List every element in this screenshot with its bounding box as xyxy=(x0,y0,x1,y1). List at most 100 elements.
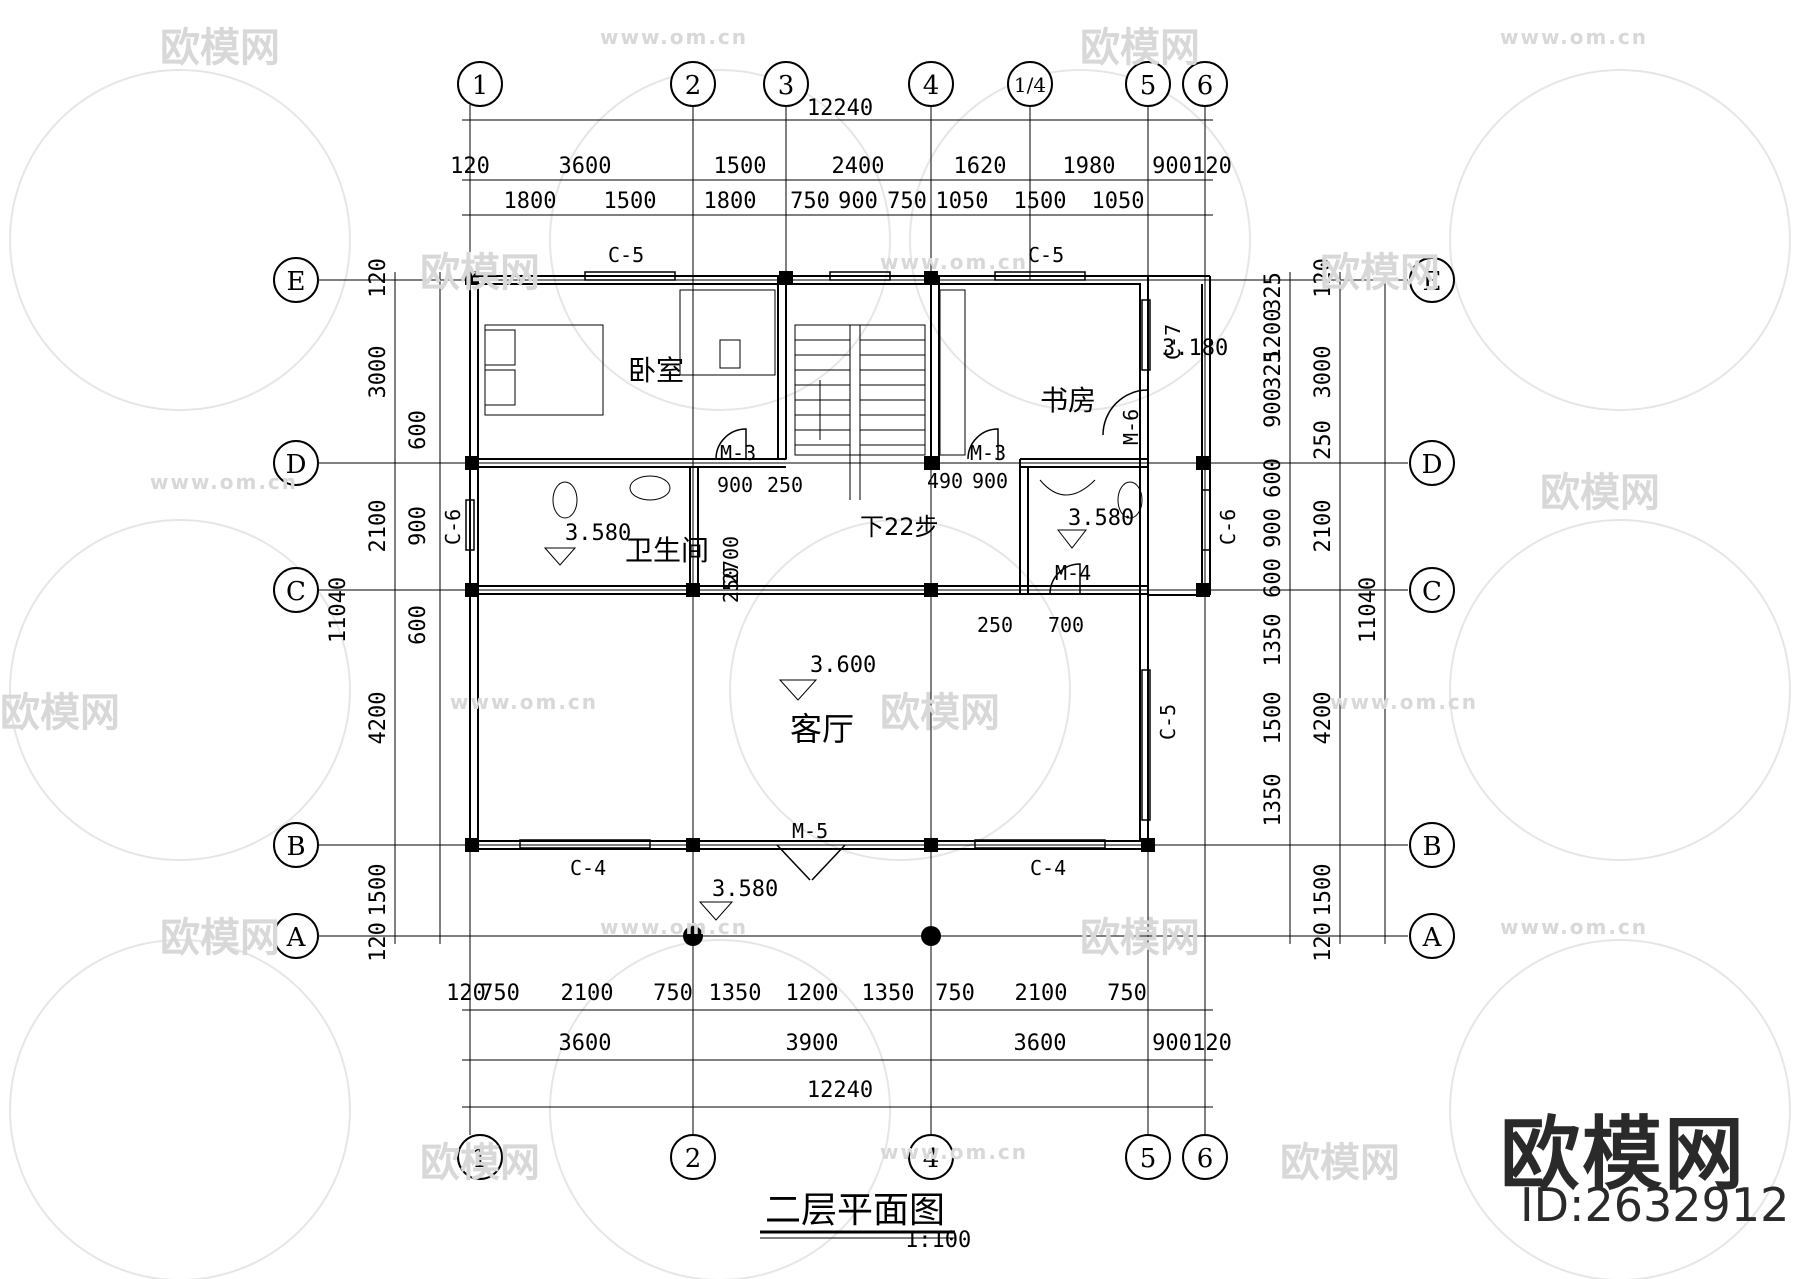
dim-right-inner-3: 900 xyxy=(1261,388,1286,428)
room-bedroom: 卧室 xyxy=(628,354,684,387)
stairs xyxy=(794,324,926,500)
axis-row-B-left: B xyxy=(286,832,305,862)
drawing-title: 二层平面图 xyxy=(765,1190,945,1231)
axis-bubbles xyxy=(273,61,1455,1180)
tag-c5-top-right: C-5 xyxy=(1028,243,1064,267)
tag-m4: M-4 xyxy=(1055,561,1091,585)
dim-bot-inner-9: 750 xyxy=(1107,981,1147,1006)
dim-bot-mid-3: 900 xyxy=(1152,1031,1192,1056)
axis-col-1-4-top: 1/4 xyxy=(1014,73,1046,97)
tag-c6-left: C-6 xyxy=(441,509,465,545)
dim-bot-inner-2: 2100 xyxy=(561,981,614,1006)
walls xyxy=(469,275,1211,850)
axis-col-5-top: 5 xyxy=(1140,71,1157,101)
dim-left-mid-5: 120 xyxy=(366,922,391,962)
axis-col-6-top: 6 xyxy=(1197,71,1214,101)
tag-m3-left: M-3 xyxy=(720,441,756,465)
room-study: 书房 xyxy=(1040,384,1096,417)
axis-row-B-right: B xyxy=(1422,832,1441,862)
dimension-lines xyxy=(394,119,1386,1108)
dim-right-mid-6: 120 xyxy=(1311,922,1336,962)
dims-top: 12240 120 3600 1500 2400 1620 1980 900 1… xyxy=(450,96,1232,214)
elev-balcony: 3.580 xyxy=(712,877,778,902)
dim-top-inner-0: 1800 xyxy=(504,189,557,214)
watermark-cn: 欧模网 xyxy=(1540,470,1660,516)
dim-bot-inner-3: 750 xyxy=(653,981,693,1006)
dim-right-mid-5: 1500 xyxy=(1311,864,1336,917)
axis-row-E-right: E xyxy=(1423,267,1442,297)
tag-c7: C-7 xyxy=(1161,324,1185,360)
dim-int-2: 490 xyxy=(927,469,963,493)
axis-row-A-left: A xyxy=(286,923,307,953)
dim-left-mid-4: 1500 xyxy=(366,864,391,917)
furniture xyxy=(484,289,1143,519)
dim-int-0: 900 xyxy=(717,473,753,497)
dim-bot-mid-4: 120 xyxy=(1192,1031,1232,1056)
dim-right-inner-4: 600 xyxy=(1261,458,1286,498)
dim-bot-inner-5: 1200 xyxy=(786,981,839,1006)
dim-top-mid-2: 1500 xyxy=(714,154,767,179)
axis-col-2-top: 2 xyxy=(685,71,702,101)
axis-col-1-top: 1 xyxy=(472,71,489,101)
axis-col-2-bottom: 2 xyxy=(685,1144,702,1174)
stairs-note: 下22步 xyxy=(860,513,939,541)
dim-top-mid-6: 900 xyxy=(1152,154,1192,179)
dim-right-outer: 11040 xyxy=(1356,577,1381,643)
dim-top-inner-4: 900 xyxy=(838,189,878,214)
opening-tags: C-5 C-5 C-5 C-6 C-6 C-7 C-4 C-4 M-3 M-3 … xyxy=(441,243,1240,880)
drawing-scale: 1:100 xyxy=(905,1228,971,1253)
tag-m5: M-5 xyxy=(792,819,828,843)
dim-right-inner-6: 600 xyxy=(1261,558,1286,598)
dim-int-6: 2700 xyxy=(719,536,743,584)
dim-bot-inner-8: 2100 xyxy=(1015,981,1068,1006)
watermark-cn: 欧模网 xyxy=(1080,25,1200,71)
brand-logo-text: 欧模网 xyxy=(1500,1108,1746,1201)
toilet xyxy=(552,481,578,519)
dim-int-1: 250 xyxy=(767,473,803,497)
watermark-cn: 欧模网 xyxy=(420,250,540,296)
watermark-url: www.om.cn xyxy=(600,915,749,939)
dim-right-mid-2: 250 xyxy=(1311,420,1336,460)
windows xyxy=(465,271,1211,849)
axis-col-6-bottom: 6 xyxy=(1197,1144,1214,1174)
elev-study-door: 3.180 xyxy=(1162,336,1228,361)
tag-c6-right: C-6 xyxy=(1216,509,1240,545)
dim-right-inner-8: 1500 xyxy=(1261,692,1286,745)
elev-living: 3.600 xyxy=(810,653,876,678)
dim-bot-mid-1: 3900 xyxy=(786,1031,839,1056)
watermark-url: www.om.cn xyxy=(150,470,299,494)
tag-c4-right: C-4 xyxy=(1030,856,1066,880)
axis-labels: 1 2 3 4 1/4 5 6 1 2 4 5 6 E D C B A E D … xyxy=(286,71,1443,1174)
brand-id: ID:2632912 xyxy=(1520,1178,1790,1232)
elev-bath-left: 3.580 xyxy=(565,521,631,546)
dim-left-mid-3: 4200 xyxy=(366,692,391,745)
tag-m6: M-6 xyxy=(1119,409,1143,445)
axis-row-C-right: C xyxy=(1422,577,1442,607)
dim-right-inner-5: 900 xyxy=(1261,508,1286,548)
dims-bottom: 120 750 2100 750 1350 1200 1350 750 2100… xyxy=(446,981,1232,1103)
room-labels: 卧室 书房 卫生间 客厅 下22步 xyxy=(625,354,1096,748)
room-bathroom: 卫生间 xyxy=(625,534,709,567)
basin xyxy=(629,475,671,501)
dim-top-inner-7: 1500 xyxy=(1014,189,1067,214)
dim-top-mid-7: 120 xyxy=(1192,154,1232,179)
axis-col-3-top: 3 xyxy=(778,71,795,101)
dim-bot-inner-4: 1350 xyxy=(709,981,762,1006)
dim-left-mid-0: 120 xyxy=(366,258,391,298)
watermark-cn: 欧模网 xyxy=(160,25,280,71)
axis-row-A-right: A xyxy=(1422,923,1443,953)
watermark-cn: 欧模网 xyxy=(1080,915,1200,961)
dim-right-inner-2: 325 xyxy=(1261,350,1286,390)
elevations: 3.580 3.580 3.600 3.580 3.180 xyxy=(543,336,1228,921)
toilet-right xyxy=(1117,481,1143,519)
tag-c5-right: C-5 xyxy=(1156,704,1180,740)
doors xyxy=(715,389,1149,881)
watermark-cn: 欧模网 xyxy=(420,1140,540,1186)
dim-left-inner-2: 600 xyxy=(406,605,431,645)
dim-right-mid-1: 3000 xyxy=(1311,346,1336,399)
dim-int-3: 900 xyxy=(972,469,1008,493)
axis-col-1-bottom: 1 xyxy=(472,1144,489,1174)
dim-int-4: 250 xyxy=(977,613,1013,637)
dim-left-mid-1: 3000 xyxy=(366,346,391,399)
dim-top-inner-2: 1800 xyxy=(704,189,757,214)
